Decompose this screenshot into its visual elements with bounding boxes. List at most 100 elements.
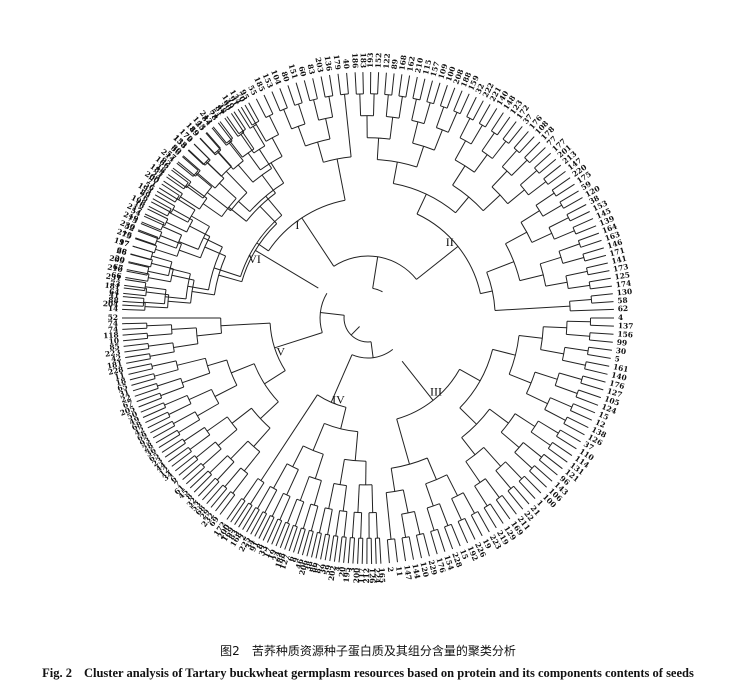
- leaf-label: 22: [120, 393, 133, 405]
- leaf-label: 30: [615, 346, 626, 356]
- leaf-label: 120: [418, 561, 430, 578]
- dendrogram-branch: [225, 170, 248, 193]
- dendrogram-branch: [580, 375, 584, 384]
- leaf-label: 17: [261, 546, 273, 559]
- dendrogram-branch: [185, 185, 204, 199]
- dendrogram-branch: [238, 128, 246, 135]
- dendrogram-branch: [385, 94, 389, 117]
- leaf-label: 231: [105, 272, 122, 283]
- leaf-label: 144: [410, 563, 422, 580]
- dendrogram-branch: [149, 351, 175, 357]
- dendrogram-branch: [254, 513, 268, 537]
- dendrogram-branch: [224, 467, 242, 488]
- dendrogram-branch: [154, 194, 175, 207]
- dendrogram-branch: [451, 498, 462, 521]
- dendrogram-branch: [284, 525, 294, 550]
- dendrogram-branch: [249, 482, 265, 505]
- dendrogram-branch: [231, 363, 255, 374]
- dendrogram-branch: [590, 295, 593, 304]
- leaf-label: 19: [481, 537, 494, 550]
- dendrogram-branch: [228, 142, 244, 162]
- leaf-label: 209: [108, 253, 125, 265]
- dendrogram-branch: [373, 93, 375, 116]
- leaf-label: 146: [606, 238, 623, 251]
- leaf-label: 202: [327, 565, 338, 582]
- dendrogram-branch: [183, 182, 189, 190]
- dendrogram-branch: [147, 343, 150, 349]
- dendrogram-branch: [306, 531, 314, 557]
- leaf-label: 228: [107, 365, 124, 377]
- leaf-label: 89: [138, 187, 151, 200]
- dendrogram-branch: [297, 529, 306, 554]
- dendrogram-branch: [199, 138, 216, 156]
- dendrogram-branch: [122, 308, 145, 311]
- dendrogram-branch: [472, 100, 484, 121]
- dendrogram-branch: [545, 281, 568, 287]
- caption-english-text: Cluster analysis of Tartary buckwheat ge…: [83, 666, 694, 680]
- dendrogram-branch: [219, 494, 236, 515]
- dendrogram-branch: [524, 141, 541, 158]
- dendrogram-branch: [270, 515, 275, 518]
- dendrogram-branch: [507, 490, 524, 510]
- leaf-label: 99: [616, 338, 627, 348]
- dendrogram-branch: [274, 332, 323, 349]
- dendrogram-branch: [587, 270, 610, 276]
- dendrogram-branch: [166, 176, 184, 190]
- dendrogram-branch: [173, 343, 198, 348]
- dendrogram-branch: [535, 205, 544, 217]
- dendrogram-branch: [466, 96, 477, 117]
- dendrogram-branch: [333, 535, 338, 537]
- leaf-label: 147: [402, 564, 413, 581]
- dendrogram-branch: [271, 493, 284, 517]
- dendrogram-branch: [566, 416, 589, 429]
- leaf-label: 181: [106, 359, 123, 371]
- leaf-label: 195: [342, 567, 352, 583]
- leaf-label: 2: [386, 567, 395, 573]
- dendrogram-branch: [453, 90, 463, 112]
- dendrogram-branch: [552, 441, 573, 457]
- dendrogram-branch: [202, 481, 220, 501]
- dendrogram-branch: [297, 126, 306, 147]
- caption-chinese-text: 苦荞种质资源种子蛋白质及其组分含量的聚类分析: [251, 644, 516, 658]
- dendrogram-branch: [351, 512, 355, 538]
- leaf-label: 210: [107, 262, 124, 274]
- dendrogram-branch: [148, 342, 173, 347]
- dendrogram-branch: [392, 162, 398, 184]
- leaf-label: 200: [352, 568, 362, 584]
- dendrogram-branch: [578, 389, 601, 399]
- dendrogram-branch: [203, 237, 223, 248]
- dendrogram-branch: [481, 132, 495, 152]
- dendrogram-branch: [343, 511, 348, 538]
- dendrogram-branch: [451, 492, 464, 500]
- dendrogram-branch: [340, 407, 347, 429]
- dendrogram-branch: [123, 287, 145, 292]
- dendrogram-branch: [471, 511, 479, 516]
- dendrogram-branch: [408, 536, 414, 560]
- dendrogram-branch: [168, 446, 189, 463]
- leaf-label: 193: [366, 53, 375, 69]
- dendrogram-branch: [564, 346, 589, 352]
- dendrogram-branch: [204, 246, 226, 257]
- dendrogram-branch: [484, 478, 500, 498]
- cluster-label: I: [295, 218, 299, 232]
- leaf-label: 73: [109, 279, 120, 289]
- dendrogram-branch: [209, 455, 228, 474]
- circular-dendrogram: 2044118123121020926197215230219217198895…: [103, 53, 634, 584]
- leaf-label: 64: [109, 287, 120, 297]
- leaf-label: 49: [128, 415, 141, 427]
- dendrogram-branch: [188, 149, 206, 166]
- dendrogram-branch: [263, 94, 274, 115]
- dendrogram-branch: [435, 106, 445, 128]
- dendrogram-branch: [492, 140, 507, 159]
- dendrogram-branch: [144, 213, 165, 224]
- dendrogram-branch: [147, 208, 169, 220]
- dendrogram-branch: [342, 485, 347, 512]
- leaf-label: 38: [303, 560, 314, 572]
- dendrogram-branch: [524, 475, 542, 494]
- dendrogram-branch: [439, 85, 448, 106]
- dendrogram-branch: [384, 72, 387, 95]
- dendrogram-branch: [359, 93, 362, 116]
- dendrogram-branch: [401, 511, 415, 515]
- dendrogram-branch: [125, 353, 150, 359]
- dendrogram-branch: [589, 277, 611, 283]
